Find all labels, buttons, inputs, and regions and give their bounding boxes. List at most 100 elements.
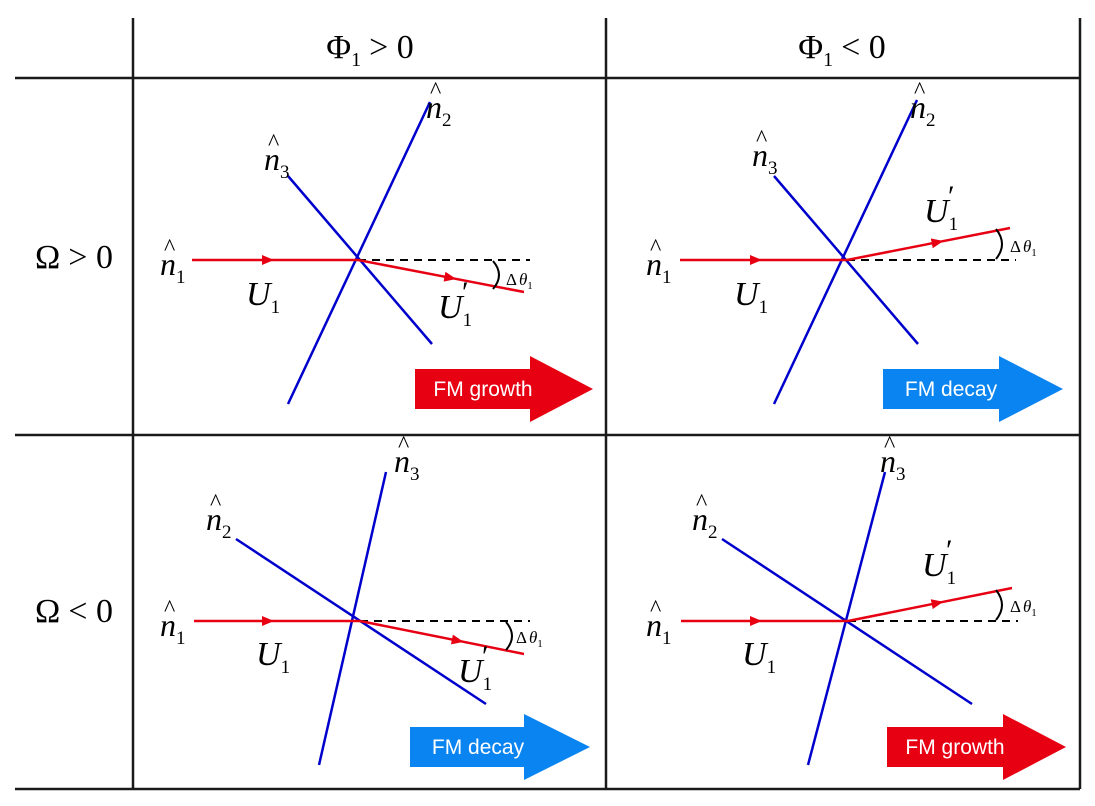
normal-line-steep <box>806 471 887 766</box>
normal-label-incoming-base: n <box>160 607 176 643</box>
velocity-label-incoming: U1 <box>734 276 768 318</box>
velocity-label-outgoing-base: U <box>458 653 485 690</box>
normal-label-upper-left-hat: ^ <box>268 130 279 156</box>
velocity-label-incoming-base: U <box>742 636 769 673</box>
normal-label-top: n2 <box>426 89 452 131</box>
fm-badge-arrow <box>887 714 1066 780</box>
column-header-2: Φ1< 0 <box>798 29 886 71</box>
deflection-angle-arc <box>995 589 1003 621</box>
normal-label-top-base: n <box>426 89 442 125</box>
normal-label-top-sub: 3 <box>896 464 906 485</box>
velocity-label-outgoing: U1 <box>458 653 492 695</box>
normal-line-steep <box>317 471 388 766</box>
normal-label-upper-left-hat: ^ <box>210 490 221 516</box>
normal-label-incoming-sub: 1 <box>662 267 672 288</box>
angle-label-sub: 1 <box>1031 247 1037 259</box>
angle-label-theta: θ <box>519 270 527 289</box>
normal-label-top-hat: ^ <box>914 78 925 104</box>
normal-label-upper-left-base: n <box>692 501 708 537</box>
normal-label-incoming-base: n <box>646 246 662 282</box>
velocity-label-incoming-sub: 1 <box>767 657 777 678</box>
angle-label-delta: Δ <box>516 628 527 647</box>
fm-badge-label: FM growth <box>433 378 532 401</box>
fm-badge-arrow <box>415 356 593 422</box>
normal-label-top-hat: ^ <box>430 78 441 104</box>
normal-label-incoming-sub: 1 <box>176 628 186 649</box>
normal-label-top-base: n <box>394 443 410 479</box>
outgoing-beam-arrow <box>357 258 457 282</box>
fm-badge: FM growth <box>887 714 1066 780</box>
velocity-label-outgoing-prime: ′ <box>946 534 953 567</box>
normal-label-top-sub: 3 <box>410 464 420 485</box>
normal-label-top-base: n <box>910 89 926 125</box>
velocity-label-outgoing-sub: 1 <box>947 568 957 589</box>
fm-badge-arrow <box>883 356 1063 422</box>
normal-label-top: n2 <box>910 89 936 131</box>
normal-label-incoming: n1 <box>160 246 186 288</box>
velocity-label-outgoing: U1 <box>922 547 956 589</box>
normal-label-upper-left-base: n <box>206 501 222 537</box>
normal-label-upper-left: n2 <box>206 501 232 543</box>
velocity-label-incoming: U1 <box>742 636 776 678</box>
velocity-label-outgoing-sub: 1 <box>483 674 493 695</box>
normal-label-upper-left-base: n <box>752 137 768 173</box>
outgoing-beam-arrow <box>359 619 464 645</box>
normal-label-incoming-hat: ^ <box>164 235 175 261</box>
normal-label-upper-left-sub: 3 <box>768 158 778 179</box>
deflection-angle-arc <box>492 260 500 290</box>
velocity-label-incoming-sub: 1 <box>271 297 281 318</box>
velocity-label-incoming-base: U <box>734 276 761 313</box>
normal-label-incoming-sub: 1 <box>662 628 672 649</box>
outgoing-beam-arrow <box>846 238 944 262</box>
outgoing-beam <box>941 586 1013 604</box>
fm-badge-label: FM decay <box>432 736 525 759</box>
normal-label-upper-left: n3 <box>264 141 290 183</box>
velocity-label-incoming: U1 <box>256 636 290 678</box>
outgoing-beam <box>941 226 1011 243</box>
deflection-angle-arc <box>505 621 513 651</box>
velocity-label-outgoing: U1 <box>924 193 958 235</box>
fm-badge: FM decay <box>410 714 590 780</box>
angle-label-theta: θ <box>1023 237 1031 256</box>
normal-label-upper-left-base: n <box>264 141 280 177</box>
velocity-label-outgoing-sub: 1 <box>949 214 959 235</box>
fm-badge-arrow <box>410 714 590 780</box>
outgoing-beam-arrow <box>847 599 944 623</box>
normal-label-top-base: n <box>880 443 896 479</box>
deflection-angle-arc <box>995 228 1003 260</box>
row-header-1: Ω> 0 <box>35 239 113 276</box>
fm-badge-label: FM growth <box>905 736 1004 759</box>
normal-label-top-sub: 2 <box>442 110 452 131</box>
fm-badge: FM growth <box>415 356 593 422</box>
normal-label-upper-left-hat: ^ <box>696 490 707 516</box>
normal-label-upper-left: n3 <box>752 137 778 179</box>
velocity-label-incoming-sub: 1 <box>759 297 769 318</box>
fm-badge-label: FM decay <box>905 378 998 401</box>
normal-label-upper-left-sub: 2 <box>708 522 718 543</box>
normal-label-incoming-sub: 1 <box>176 267 186 288</box>
normal-label-incoming-hat: ^ <box>650 596 661 622</box>
normal-label-incoming: n1 <box>646 246 672 288</box>
normal-label-upper-left-sub: 3 <box>280 162 290 183</box>
normal-label-top-hat: ^ <box>884 432 895 458</box>
angle-label-sub: 1 <box>1031 607 1037 619</box>
velocity-label-outgoing-base: U <box>924 193 951 230</box>
normal-label-incoming-hat: ^ <box>164 596 175 622</box>
velocity-label-outgoing-prime: ′ <box>948 180 955 213</box>
velocity-label-incoming: U1 <box>246 276 280 318</box>
normal-label-top: n3 <box>394 443 420 485</box>
normal-label-upper-left: n2 <box>692 501 718 543</box>
normal-label-upper-left-hat: ^ <box>756 126 767 152</box>
velocity-label-outgoing-prime: ′ <box>462 276 469 309</box>
fm-badge: FM decay <box>883 356 1063 422</box>
angle-label-delta: Δ <box>506 270 517 289</box>
normal-label-upper-left-sub: 2 <box>222 522 232 543</box>
normal-label-incoming-base: n <box>160 246 176 282</box>
normal-label-top-hat: ^ <box>398 432 409 458</box>
